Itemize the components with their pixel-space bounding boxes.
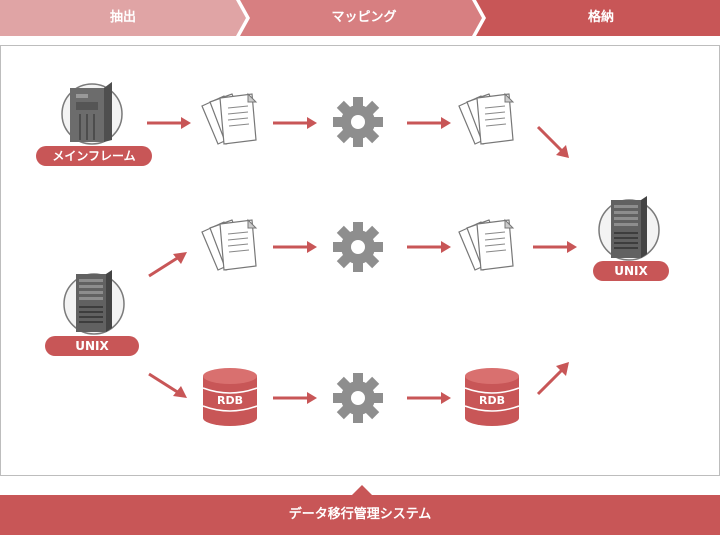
database-icon bbox=[202, 368, 258, 426]
gear-icon bbox=[333, 222, 383, 272]
arrow-diagonal-up-icon bbox=[148, 252, 187, 278]
unix-source-label: UNIX bbox=[45, 336, 139, 356]
arrow-icon bbox=[147, 117, 191, 129]
unix-target-label: UNIX bbox=[593, 261, 669, 281]
arrow-icon bbox=[273, 392, 317, 404]
step-mapping-chevron bbox=[240, 0, 482, 36]
arrow-diagonal-down-icon bbox=[148, 372, 187, 398]
footer-title: データ移行管理システム bbox=[288, 507, 432, 522]
process-steps-bar: 抽出 マッピング 格納 bbox=[0, 0, 720, 36]
unix-target-server-icon bbox=[597, 196, 663, 264]
steps-chevrons bbox=[0, 0, 720, 36]
arrow-icon bbox=[273, 241, 317, 253]
gear-icon bbox=[333, 373, 383, 423]
document-stack-icon bbox=[201, 218, 258, 271]
arrow-icon bbox=[407, 117, 451, 129]
rdb-source-label: RDB bbox=[217, 394, 243, 407]
step-extract-chevron bbox=[0, 0, 246, 36]
document-stack-icon bbox=[201, 92, 258, 145]
gear-icon bbox=[333, 97, 383, 147]
arrow-icon bbox=[407, 392, 451, 404]
step-store-label: 格納 bbox=[587, 10, 614, 25]
step-extract-label: 抽出 bbox=[109, 10, 136, 25]
footer-notch bbox=[352, 485, 372, 495]
mainframe-server-icon bbox=[60, 80, 128, 148]
mainframe-label: メインフレーム bbox=[36, 146, 152, 166]
footer-bar bbox=[0, 495, 720, 535]
rdb-target-label: RDB bbox=[479, 394, 505, 407]
database-icon bbox=[464, 368, 520, 426]
step-mapping-label: マッピング bbox=[331, 10, 397, 25]
arrow-diagonal-up-icon bbox=[536, 362, 569, 396]
unix-server-icon bbox=[62, 270, 128, 338]
document-stack-icon bbox=[458, 218, 515, 271]
arrow-icon bbox=[407, 241, 451, 253]
arrow-diagonal-down-icon bbox=[536, 125, 569, 158]
arrow-icon bbox=[533, 241, 577, 253]
document-stack-icon bbox=[458, 92, 515, 145]
step-store-chevron bbox=[476, 0, 720, 36]
arrow-icon bbox=[273, 117, 317, 129]
